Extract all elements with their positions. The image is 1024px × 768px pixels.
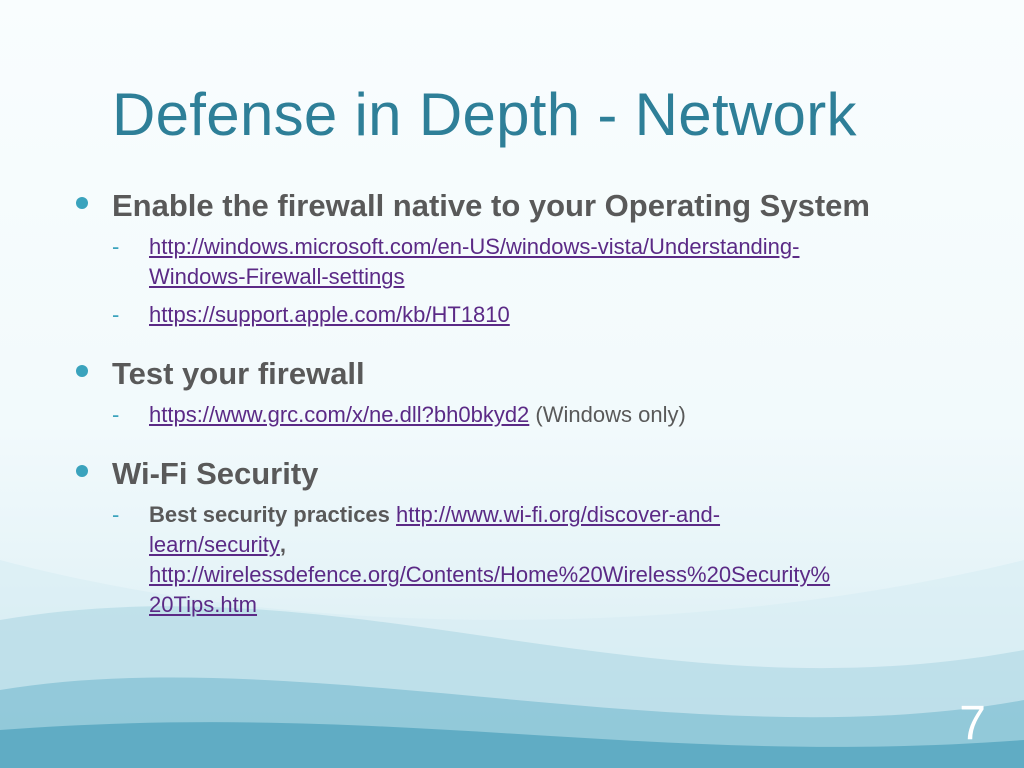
bullet-heading: Enable the firewall native to your Opera… bbox=[112, 188, 870, 223]
slide-number: 7 bbox=[959, 697, 986, 750]
bullet-dot-icon bbox=[76, 197, 88, 209]
bullet-heading: Test your firewall bbox=[112, 356, 365, 391]
windows-only-note: (Windows only) bbox=[535, 402, 686, 427]
bullet-item-test-firewall: Test your firewall bbox=[72, 356, 972, 392]
grc-shields-up-link[interactable]: https://www.grc.com/x/ne.dll?bh0bkyd2 bbox=[149, 402, 530, 427]
bullet-dot-icon bbox=[76, 365, 88, 377]
bullet-item-firewall: Enable the firewall native to your Opera… bbox=[72, 188, 972, 224]
best-practices-label: Best security practices bbox=[149, 502, 390, 527]
bullet-dot-icon bbox=[76, 465, 88, 477]
wireless-defence-link[interactable]: http://wirelessdefence.org/Contents/Home… bbox=[149, 562, 831, 617]
apple-support-link[interactable]: https://support.apple.com/kb/HT1810 bbox=[149, 302, 510, 327]
bullet-heading: Wi-Fi Security bbox=[112, 456, 319, 491]
dash-icon: - bbox=[112, 502, 120, 527]
wifi-org-link[interactable]: http://www.wi-fi.org/discover-and-learn/… bbox=[149, 502, 721, 557]
sub-item-grc-test: - https://www.grc.com/x/ne.dll?bh0bkyd2 … bbox=[72, 400, 972, 430]
sub-item-wifi-practices: - Best security practices http://www.wi-… bbox=[72, 500, 972, 620]
slide-content: Enable the firewall native to your Opera… bbox=[72, 188, 972, 620]
windows-firewall-link[interactable]: http://windows.microsoft.com/en-US/windo… bbox=[149, 234, 800, 289]
sub-item-windows-firewall: - http://windows.microsoft.com/en-US/win… bbox=[72, 232, 972, 292]
dash-icon: - bbox=[112, 234, 120, 259]
link-separator: , bbox=[279, 532, 286, 557]
dash-icon: - bbox=[112, 302, 120, 327]
sub-item-apple-firewall: - https://support.apple.com/kb/HT1810 bbox=[72, 300, 972, 330]
dash-icon: - bbox=[112, 402, 120, 427]
slide-title: Defense in Depth - Network bbox=[112, 81, 857, 148]
bullet-item-wifi-security: Wi-Fi Security bbox=[72, 456, 972, 492]
